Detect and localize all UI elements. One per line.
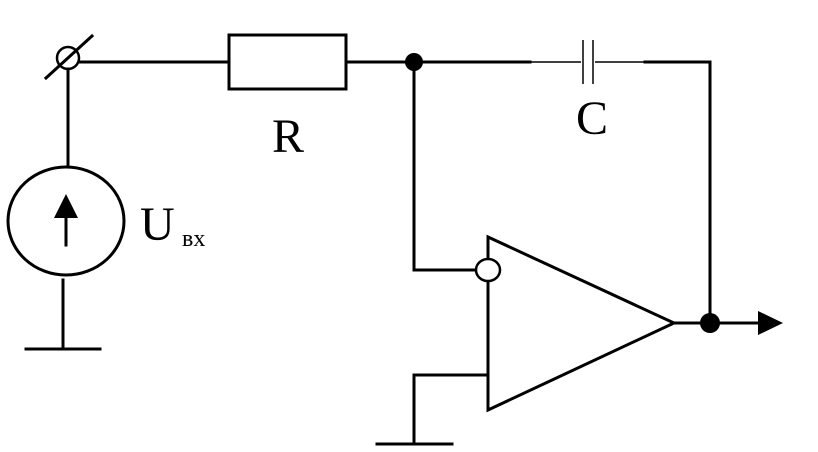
source-label: U вх [140,198,205,252]
junction-node-output [700,313,720,333]
wire-junction-to-inverting-input [412,60,480,272]
svg-text:вх: вх [182,226,205,252]
op-amp [486,234,678,413]
inverting-input-marker [474,257,502,283]
wire-noninverting-to-ground [412,373,490,446]
capacitor-label: C [576,92,608,145]
voltage-source [6,165,126,277]
output-arrow-icon [758,311,783,335]
capacitor [582,40,594,84]
svg-text:U: U [140,198,175,251]
resistor [227,33,348,91]
resistor-label: R [272,110,304,163]
source-arrow-icon [54,194,78,218]
input-terminal [43,33,95,81]
